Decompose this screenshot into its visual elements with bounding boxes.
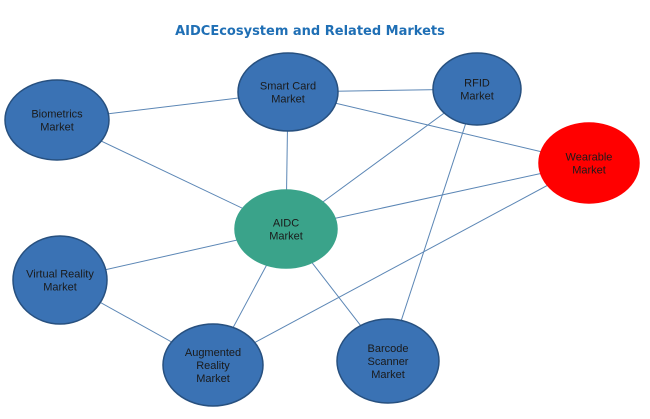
node-aidc-label: AIDC xyxy=(273,218,299,230)
node-barcode-label: Market xyxy=(371,369,405,381)
node-wearable-label: Market xyxy=(572,165,606,177)
node-barcode-label: Scanner xyxy=(368,356,409,368)
node-rfid-label: Market xyxy=(460,91,494,103)
node-smartcard-label: Smart Card xyxy=(260,81,316,93)
diagram-title: AIDCEcosystem and Related Markets xyxy=(175,24,445,39)
node-biometrics-shape xyxy=(4,79,110,161)
node-ar-label: Augmented xyxy=(185,347,241,359)
node-wearable-label: Wearable xyxy=(566,152,613,164)
node-vr-label: Market xyxy=(43,282,77,294)
node-rfid-label: RFID xyxy=(464,78,490,90)
node-aidc-shape xyxy=(234,189,338,269)
node-biometrics-label: Biometrics xyxy=(31,109,83,121)
node-smartcard-shape xyxy=(237,52,339,132)
edge-wearable-aidc xyxy=(285,162,590,230)
edge-smartcard-wearable xyxy=(287,91,590,164)
node-aidc-label: Market xyxy=(269,231,303,243)
node-vr-shape xyxy=(12,235,108,325)
edge-wearable-ar xyxy=(212,162,590,366)
node-barcode-label: Barcode xyxy=(368,343,409,355)
node-smartcard-label: Market xyxy=(271,94,305,106)
node-vr-label: Virtual Reality xyxy=(26,269,94,281)
node-barcode-shape xyxy=(336,318,440,404)
node-ar-label: Reality xyxy=(196,360,230,372)
node-biometrics-label: Market xyxy=(40,122,74,134)
edge-rfid-barcode xyxy=(387,88,478,362)
node-ar-label: Market xyxy=(196,373,230,385)
node-ar-shape xyxy=(162,323,264,407)
node-wearable-shape xyxy=(538,122,640,204)
node-rfid-shape xyxy=(432,52,522,126)
